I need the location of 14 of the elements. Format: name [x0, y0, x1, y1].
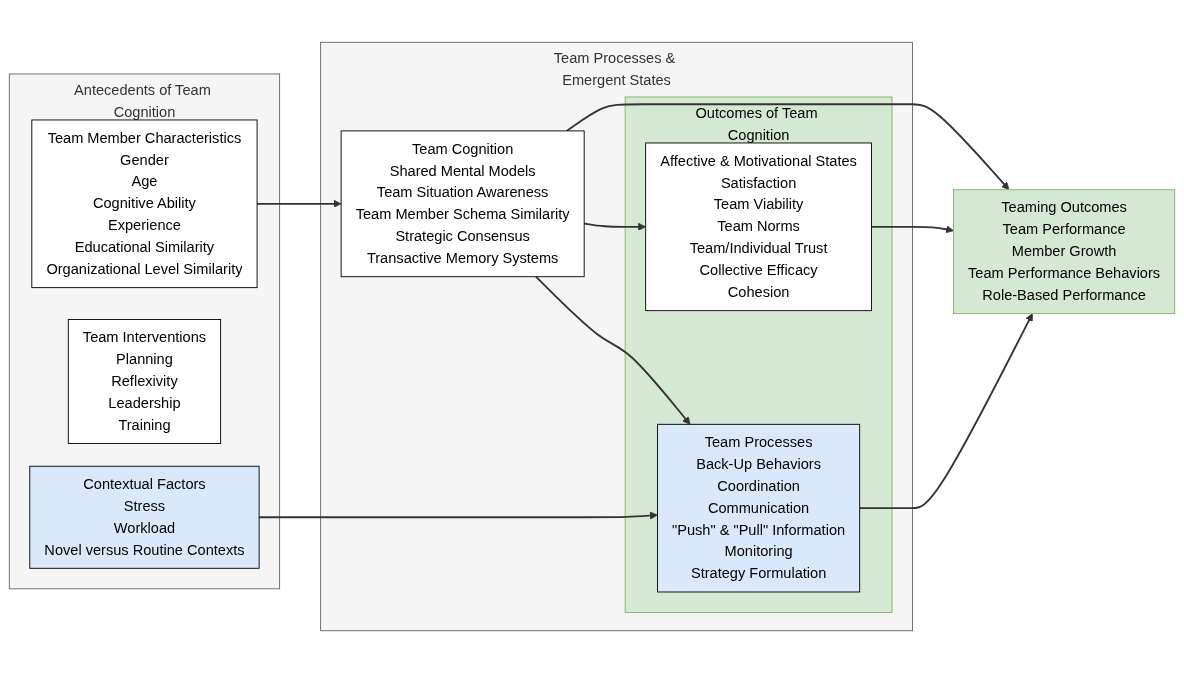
- arrow: [565, 103, 1010, 191]
- arrow: [858, 313, 1033, 510]
- arrow: [256, 199, 342, 208]
- arrow: [870, 225, 954, 234]
- arrow: [258, 511, 658, 520]
- node-box: Affective & Motivational States Satisfaction Team Viability Team Norms Team/Individual Trust Collective Efficacy Cohesion: [645, 142, 872, 312]
- node-box: Team Member Characteristics Gender Age Cognitive Ability Experience Educational Similarity Organizational Level Similarity: [31, 119, 258, 289]
- node-box: Team Processes Back-Up Behaviors Coordination Communication "Push" & "Pull" Information Monitoring Strategy Formulation: [657, 423, 861, 593]
- arrow: [535, 275, 691, 425]
- node-box: Team Cognition Shared Mental Models Team Situation Awareness Team Member Schema Similarity Strategic Consensus Transactive Memory Systems: [340, 130, 585, 278]
- node-box: Team Interventions Planning Reflexivity Leadership Training: [67, 319, 222, 444]
- arrow: [583, 222, 647, 231]
- node-box: Contextual Factors Stress Workload Novel versus Routine Contexts: [29, 465, 260, 569]
- node-box: Teaming Outcomes Team Performance Member Growth Team Performance Behaviors Role-Based Performance: [953, 189, 1176, 315]
